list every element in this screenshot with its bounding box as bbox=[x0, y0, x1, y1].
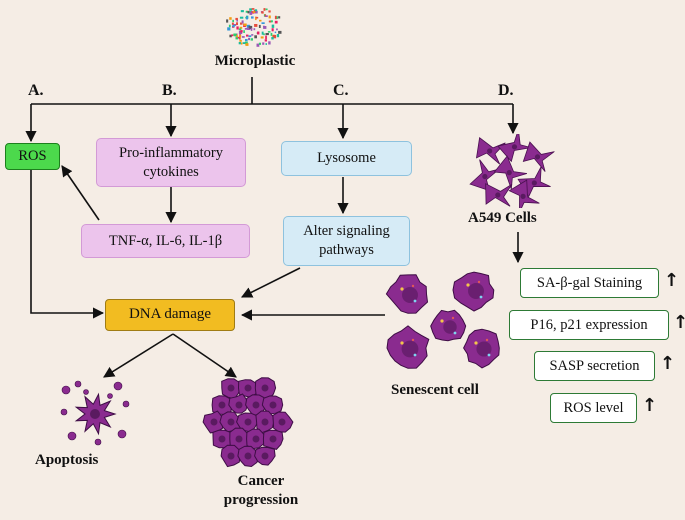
cytokine-list-box: TNF-α, IL-6, IL-1β bbox=[81, 224, 250, 258]
marker-ros-level: ROS level bbox=[550, 393, 637, 423]
microplastic-particles-icon bbox=[226, 8, 282, 47]
up-arrow-icon: ↑ bbox=[664, 270, 680, 291]
a549-cells-icon bbox=[469, 134, 555, 208]
a549-cells-label: A549 Cells bbox=[468, 210, 537, 226]
apoptosis-cell-icon bbox=[60, 380, 130, 446]
ros-box: ROS bbox=[5, 143, 60, 170]
cancer-cluster-icon bbox=[202, 377, 294, 468]
senescent-cell-label: Senescent cell bbox=[391, 382, 479, 398]
apoptosis-label: Apoptosis bbox=[35, 452, 99, 468]
pathway-label-b: B. bbox=[162, 82, 177, 99]
pathway-label-c: C. bbox=[333, 82, 349, 99]
arrow-dna-to-cancer bbox=[172, 333, 237, 378]
up-arrow-icon: ↑ bbox=[673, 312, 685, 333]
dna-damage-box: DNA damage bbox=[105, 299, 235, 331]
arrow-dna-to-apoptosis bbox=[103, 333, 174, 378]
pathway-label-a: A. bbox=[28, 82, 44, 99]
marker-p16-p21: P16, p21 expression bbox=[509, 310, 669, 340]
up-arrow-icon: ↑ bbox=[660, 353, 676, 374]
pro-inflammatory-box: Pro-inflammatory cytokines bbox=[96, 138, 246, 187]
marker-sasp-secretion: SASP secretion bbox=[534, 351, 655, 381]
cancer-progression-label: Cancer progression bbox=[223, 473, 299, 508]
up-arrow-icon: ↑ bbox=[642, 395, 658, 416]
arrow-ros-to-dna bbox=[30, 170, 105, 319]
senescent-cells-icon bbox=[385, 271, 500, 369]
marker-sa-beta-gal: SA-β-gal Staining bbox=[520, 268, 659, 298]
pathway-label-d: D. bbox=[498, 82, 514, 99]
lysosome-box: Lysosome bbox=[281, 141, 412, 176]
arrow-cytokines-to-ros bbox=[61, 165, 100, 221]
arrow-signaling-to-dna bbox=[240, 267, 301, 298]
title-microplastic: Microplastic bbox=[214, 53, 296, 69]
alter-signaling-box: Alter signaling pathways bbox=[283, 216, 410, 266]
